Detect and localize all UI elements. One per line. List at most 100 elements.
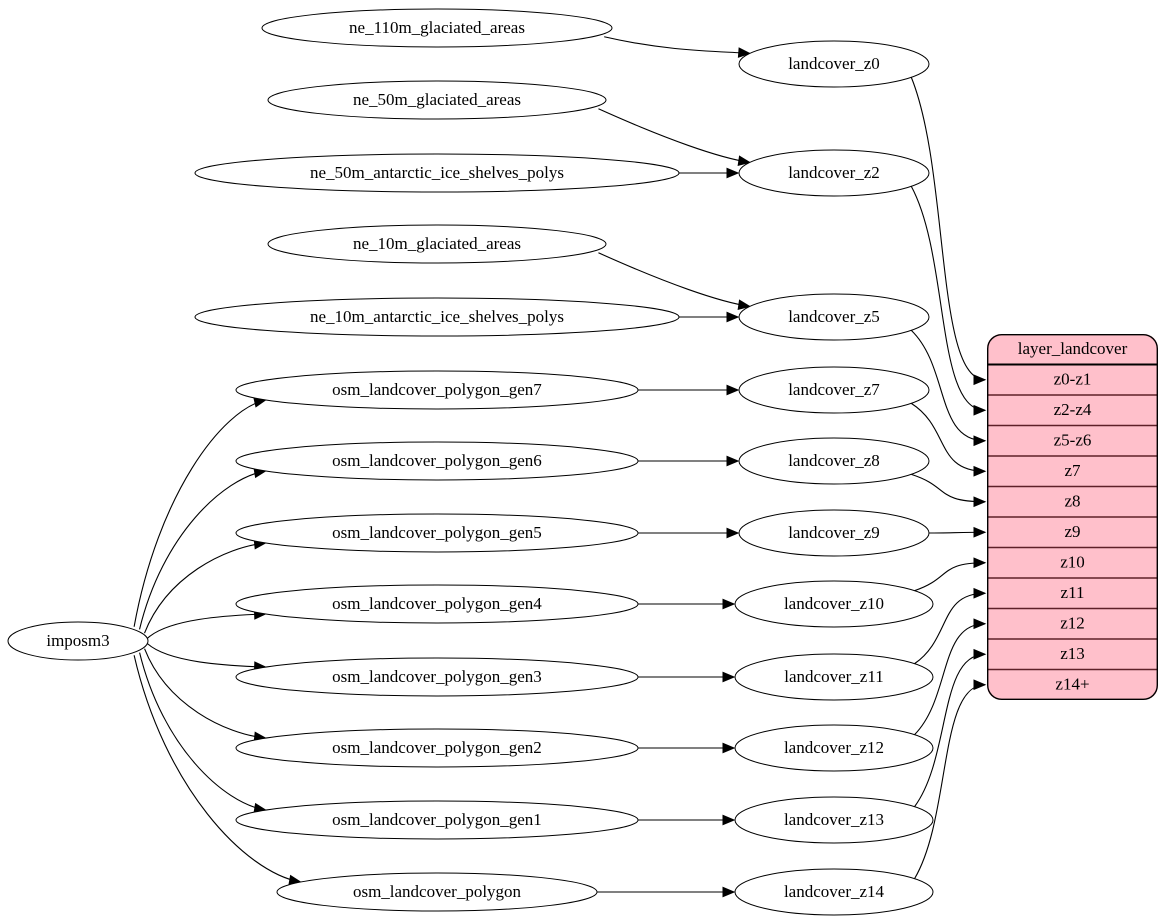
node-osm-landcover-polygon-gen4[interactable]: osm_landcover_polygon_gen4 [235, 584, 639, 624]
node-shape-ellipse[interactable] [235, 728, 639, 768]
node-shape-ellipse[interactable] [194, 153, 680, 193]
node-label: landcover_z5 [788, 307, 880, 326]
node-shape-ellipse[interactable] [738, 149, 930, 197]
table-row-z9[interactable]: z9 [987, 517, 1158, 548]
node-shape-ellipse[interactable] [738, 437, 930, 485]
node-shape-ellipse[interactable] [734, 724, 934, 772]
node-shape-ellipse[interactable] [235, 370, 639, 410]
table-row-z12[interactable]: z12 [987, 609, 1158, 640]
node-label: landcover_z9 [788, 523, 880, 542]
node-shape-ellipse[interactable] [194, 297, 680, 337]
table-outline [987, 334, 1159, 701]
table-row-label: z14+ [1055, 675, 1089, 694]
edge-landcover-z7-to-z7 [911, 402, 987, 477]
edge-osm-landcover-polygon-gen5-to-landcover-z9 [638, 527, 740, 539]
node-label: osm_landcover_polygon_gen1 [332, 810, 542, 829]
node-landcover-z10[interactable]: landcover_z10 [734, 580, 934, 628]
node-ne-110m-glaciated-areas[interactable]: ne_110m_glaciated_areas [261, 8, 613, 48]
node-shape-ellipse[interactable] [276, 872, 598, 912]
node-landcover-z5[interactable]: landcover_z5 [738, 293, 930, 341]
node-ne-50m-antarctic-ice-shelves-polys[interactable]: ne_50m_antarctic_ice_shelves_polys [194, 153, 680, 193]
node-ne-10m-glaciated-areas[interactable]: ne_10m_glaciated_areas [267, 224, 607, 264]
edge-osm-landcover-polygon-gen2-to-landcover-z12 [637, 742, 736, 754]
node-landcover-z11[interactable]: landcover_z11 [734, 653, 934, 701]
node-osm-landcover-polygon-gen2[interactable]: osm_landcover_polygon_gen2 [235, 728, 639, 768]
node-shape-ellipse[interactable] [235, 800, 639, 840]
node-imposm3[interactable]: imposm3 [7, 621, 149, 661]
table-row-label: z9 [1064, 522, 1080, 541]
node-shape-ellipse[interactable] [7, 621, 149, 661]
node-label: landcover_z2 [788, 163, 880, 182]
node-landcover-z7[interactable]: landcover_z7 [738, 366, 930, 414]
node-shape-ellipse[interactable] [734, 580, 934, 628]
node-landcover-z0[interactable]: landcover_z0 [738, 40, 930, 88]
node-shape-ellipse[interactable] [235, 441, 639, 481]
node-shape-ellipse[interactable] [261, 8, 613, 48]
edges-layer [133, 36, 987, 898]
node-shape-ellipse[interactable] [267, 80, 607, 120]
table-row-z5-z6[interactable]: z5-z6 [987, 426, 1158, 457]
node-label: osm_landcover_polygon_gen4 [332, 594, 542, 613]
table-row-label: z0-z1 [1054, 370, 1092, 389]
table-row-z14[interactable]: z14+ [987, 670, 1158, 701]
edge-osm-landcover-polygon-gen7-to-landcover-z7 [638, 384, 740, 396]
nodes-layer: ne_110m_glaciated_areas ne_50m_glaciated_… [7, 8, 934, 916]
edge-landcover-z10-to-z10 [914, 557, 987, 592]
node-ne-50m-glaciated-areas[interactable]: ne_50m_glaciated_areas [267, 80, 607, 120]
edge-landcover-z13-to-z13 [914, 648, 987, 807]
node-osm-landcover-polygon-gen7[interactable]: osm_landcover_polygon_gen7 [235, 370, 639, 410]
node-shape-ellipse[interactable] [738, 366, 930, 414]
node-landcover-z13[interactable]: landcover_z13 [734, 796, 934, 844]
table-row-z0-z1[interactable]: z0-z1 [987, 365, 1158, 396]
node-shape-ellipse[interactable] [738, 40, 930, 88]
table-row-z2-z4[interactable]: z2-z4 [987, 395, 1158, 426]
node-osm-landcover-polygon-gen3[interactable]: osm_landcover_polygon_gen3 [235, 657, 639, 697]
node-landcover-z8[interactable]: landcover_z8 [738, 437, 930, 485]
node-label: ne_10m_glaciated_areas [353, 234, 521, 253]
table-row-label: z12 [1060, 614, 1085, 633]
edge-landcover-z11-to-z11 [914, 587, 987, 665]
node-label: osm_landcover_polygon_gen6 [332, 451, 542, 470]
node-shape-ellipse[interactable] [235, 657, 639, 697]
edge-osm-landcover-polygon-gen4-to-landcover-z10 [638, 598, 736, 610]
node-shape-ellipse[interactable] [235, 584, 639, 624]
node-shape-ellipse[interactable] [734, 796, 934, 844]
table-row-z8[interactable]: z8 [987, 487, 1158, 518]
node-landcover-z14[interactable]: landcover_z14 [734, 868, 934, 916]
node-shape-ellipse[interactable] [235, 513, 639, 553]
edge-ne-10m-antarctic-ice-shelves-polys-to-landcover-z5 [679, 311, 740, 323]
node-label: imposm3 [46, 631, 109, 650]
node-osm-landcover-polygon-gen6[interactable]: osm_landcover_polygon_gen6 [235, 441, 639, 481]
table-row-label: z13 [1060, 644, 1085, 663]
table-row-z7[interactable]: z7 [987, 456, 1158, 487]
node-shape-ellipse[interactable] [267, 224, 607, 264]
node-shape-ellipse[interactable] [734, 868, 934, 916]
node-landcover-z2[interactable]: landcover_z2 [738, 149, 930, 197]
node-label: osm_landcover_polygon [353, 882, 522, 901]
edge-imposm3-to-osm-landcover-polygon-gen4 [147, 609, 267, 639]
edge-landcover-z12-to-z12 [914, 618, 987, 736]
node-shape-ellipse[interactable] [738, 509, 930, 557]
node-shape-ellipse[interactable] [734, 653, 934, 701]
node-shape-ellipse[interactable] [738, 293, 930, 341]
table-row-z11[interactable]: z11 [987, 578, 1158, 609]
node-osm-landcover-polygon-gen1[interactable]: osm_landcover_polygon_gen1 [235, 800, 639, 840]
node-osm-landcover-polygon-gen5[interactable]: osm_landcover_polygon_gen5 [235, 513, 639, 553]
node-label: ne_10m_antarctic_ice_shelves_polys [310, 307, 564, 326]
edge-landcover-z0-to-z0-z1 [910, 77, 987, 386]
node-label: landcover_z14 [784, 882, 885, 901]
table-row-z13[interactable]: z13 [987, 639, 1158, 670]
layer-landcover-table[interactable]: layer_landcoverz0-z1z2-z4z5-z6z7z8z9z10z… [987, 334, 1159, 701]
table-row-z10[interactable]: z10 [987, 548, 1158, 579]
node-landcover-z12[interactable]: landcover_z12 [734, 724, 934, 772]
node-landcover-z9[interactable]: landcover_z9 [738, 509, 930, 557]
edge-landcover-z2-to-z2-z4 [910, 186, 987, 416]
node-ne-10m-antarctic-ice-shelves-polys[interactable]: ne_10m_antarctic_ice_shelves_polys [194, 297, 680, 337]
edge-osm-landcover-polygon-to-landcover-z14 [596, 886, 736, 898]
node-osm-landcover-polygon[interactable]: osm_landcover_polygon [276, 872, 598, 912]
table-body [987, 334, 1158, 700]
node-label: ne_50m_antarctic_ice_shelves_polys [310, 163, 564, 182]
edge-ne-50m-antarctic-ice-shelves-polys-to-landcover-z2 [679, 167, 740, 179]
node-label: landcover_z0 [788, 54, 880, 73]
edge-landcover-z9-to-z9 [928, 526, 987, 538]
